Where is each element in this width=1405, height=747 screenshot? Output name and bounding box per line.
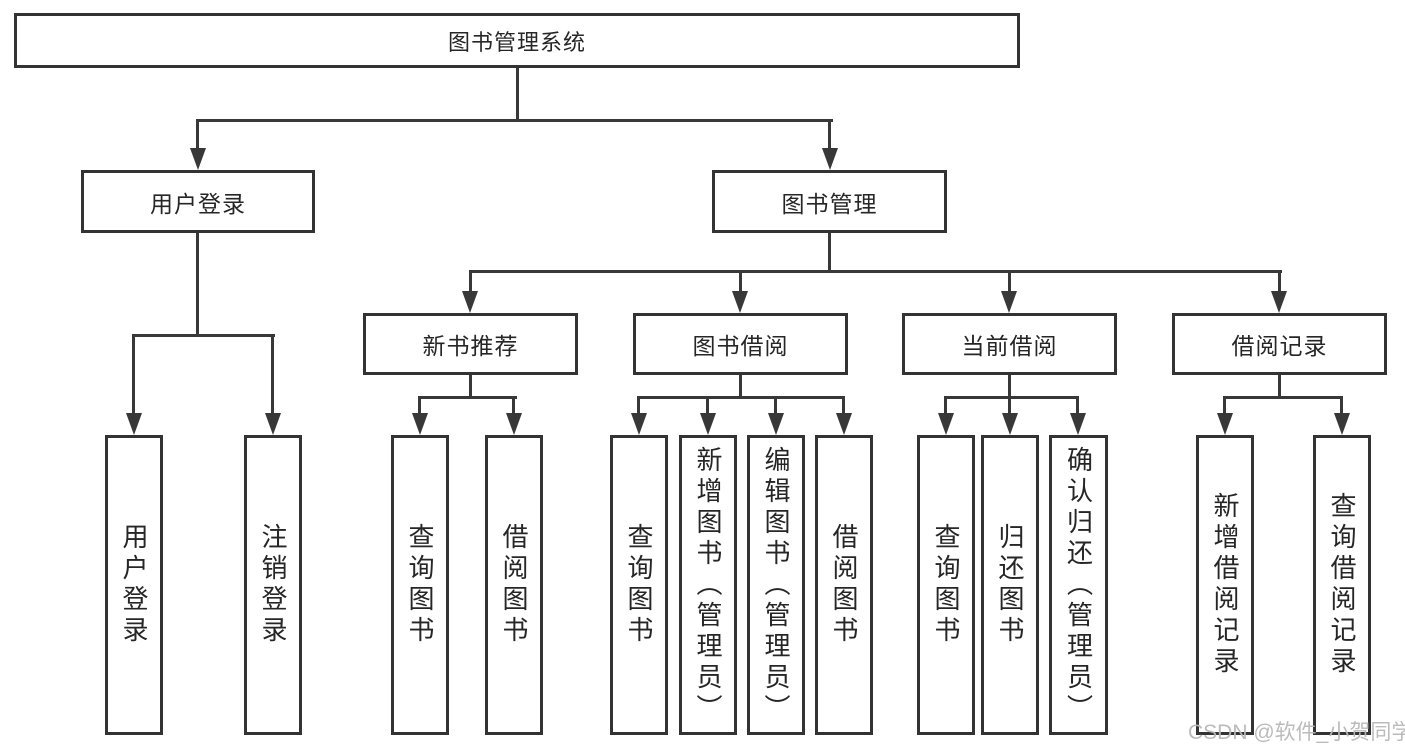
- connector-line: [418, 396, 421, 416]
- node-root: 图书管理系统: [14, 13, 1020, 68]
- leaf-user-login-label: 用户登录: [119, 523, 149, 647]
- connector-line: [828, 231, 831, 272]
- connector-line: [1278, 270, 1281, 294]
- connector-line: [469, 373, 472, 398]
- arrowhead-down-icon: [1217, 413, 1233, 435]
- leaf-bb-borrow-books: 借阅图书: [815, 435, 873, 735]
- connector-line: [1278, 373, 1281, 398]
- connector-line: [637, 396, 845, 399]
- connector-line: [196, 119, 199, 152]
- node-current-borrow: 当前借阅: [902, 313, 1117, 375]
- connector-line: [1223, 396, 1343, 399]
- node-root-label: 图书管理系统: [447, 29, 586, 55]
- arrowhead-down-icon: [126, 413, 142, 435]
- connector-line: [1340, 396, 1343, 416]
- leaf-bb-add-books-admin-label: 新增图书（管理员）: [693, 445, 723, 725]
- connector-line: [739, 373, 742, 398]
- leaf-cb-return-books-label: 归还图书: [995, 523, 1025, 647]
- connector-line: [469, 270, 472, 294]
- connector-line: [842, 396, 845, 416]
- connector-line: [828, 119, 831, 152]
- connector-line: [944, 396, 1079, 399]
- connector-line: [196, 119, 833, 122]
- leaf-cb-confirm-return-admin: 确认归还（管理员）: [1049, 435, 1108, 735]
- leaf-bb-query-books: 查询图书: [610, 435, 668, 735]
- connector-line: [1223, 396, 1226, 416]
- leaf-cb-confirm-return-admin-label: 确认归还（管理员）: [1063, 445, 1094, 725]
- arrowhead-down-icon: [768, 413, 784, 435]
- leaf-nb-borrow-books: 借阅图书: [485, 435, 543, 735]
- node-user-login: 用户登录: [81, 170, 315, 233]
- arrowhead-down-icon: [938, 413, 954, 435]
- leaf-user-login: 用户登录: [105, 435, 163, 735]
- connector-line: [418, 396, 517, 399]
- node-new-book-recommend: 新书推荐: [363, 313, 578, 375]
- connector-line: [637, 396, 640, 416]
- arrowhead-down-icon: [506, 413, 522, 435]
- leaf-br-query-record: 查询借阅记录: [1313, 435, 1371, 735]
- leaf-bb-edit-books-admin-label: 编辑图书（管理员）: [761, 445, 791, 725]
- arrowhead-down-icon: [631, 413, 647, 435]
- node-book-borrow-label: 图书借阅: [692, 333, 789, 359]
- leaf-br-query-record-label: 查询借阅记录: [1327, 492, 1357, 678]
- leaf-br-add-record: 新增借阅记录: [1196, 435, 1254, 735]
- arrowhead-down-icon: [190, 148, 206, 170]
- node-current-borrow-label: 当前借阅: [961, 333, 1058, 359]
- arrowhead-down-icon: [1271, 291, 1287, 313]
- leaf-nb-query-books-label: 查询图书: [405, 523, 435, 647]
- node-book-management: 图书管理: [712, 170, 947, 233]
- connector-line: [706, 396, 709, 416]
- connector-line: [739, 270, 742, 294]
- arrowhead-down-icon: [462, 291, 478, 313]
- leaf-cb-query-books: 查询图书: [917, 435, 975, 735]
- arrowhead-down-icon: [732, 291, 748, 313]
- connector-line: [196, 231, 199, 336]
- leaf-cb-query-books-label: 查询图书: [931, 523, 961, 647]
- leaf-nb-query-books: 查询图书: [391, 435, 449, 735]
- csdn-watermark: CSDN @软件_小贺同学: [1188, 721, 1405, 744]
- connector-line: [774, 396, 777, 416]
- leaf-bb-query-books-label: 查询图书: [624, 523, 654, 647]
- node-borrow-records: 借阅记录: [1172, 313, 1387, 375]
- arrowhead-down-icon: [1001, 291, 1017, 313]
- arrowhead-down-icon: [265, 413, 281, 435]
- node-book-management-label: 图书管理: [781, 190, 878, 217]
- arrowhead-down-icon: [700, 413, 716, 435]
- leaf-logout-label: 注销登录: [258, 523, 288, 647]
- leaf-bb-borrow-books-label: 借阅图书: [829, 523, 859, 647]
- node-book-borrow: 图书借阅: [633, 313, 848, 375]
- connector-line: [469, 270, 1282, 273]
- leaf-br-add-record-label: 新增借阅记录: [1210, 492, 1240, 678]
- arrowhead-down-icon: [412, 413, 428, 435]
- connector-line: [512, 396, 515, 416]
- leaf-bb-edit-books-admin: 编辑图书（管理员）: [747, 435, 805, 735]
- leaf-bb-add-books-admin: 新增图书（管理员）: [679, 435, 737, 735]
- arrowhead-down-icon: [836, 413, 852, 435]
- node-user-login-label: 用户登录: [150, 190, 246, 217]
- connector-line: [1008, 373, 1011, 398]
- connector-line: [944, 396, 947, 416]
- connector-line: [1008, 396, 1011, 416]
- connector-line: [516, 67, 519, 121]
- arrowhead-down-icon: [822, 148, 838, 170]
- node-new-book-recommend-label: 新书推荐: [422, 333, 519, 359]
- connector-line: [1076, 396, 1079, 416]
- leaf-cb-return-books: 归还图书: [981, 435, 1039, 735]
- arrowhead-down-icon: [1002, 413, 1018, 435]
- connector-line: [132, 334, 135, 416]
- connector-line: [1008, 270, 1011, 294]
- arrowhead-down-icon: [1334, 413, 1350, 435]
- leaf-logout: 注销登录: [244, 435, 302, 735]
- arrowhead-down-icon: [1070, 413, 1086, 435]
- connector-line: [271, 334, 274, 416]
- connector-line: [132, 334, 275, 337]
- leaf-nb-borrow-books-label: 借阅图书: [499, 523, 529, 647]
- node-borrow-records-label: 借阅记录: [1231, 333, 1328, 359]
